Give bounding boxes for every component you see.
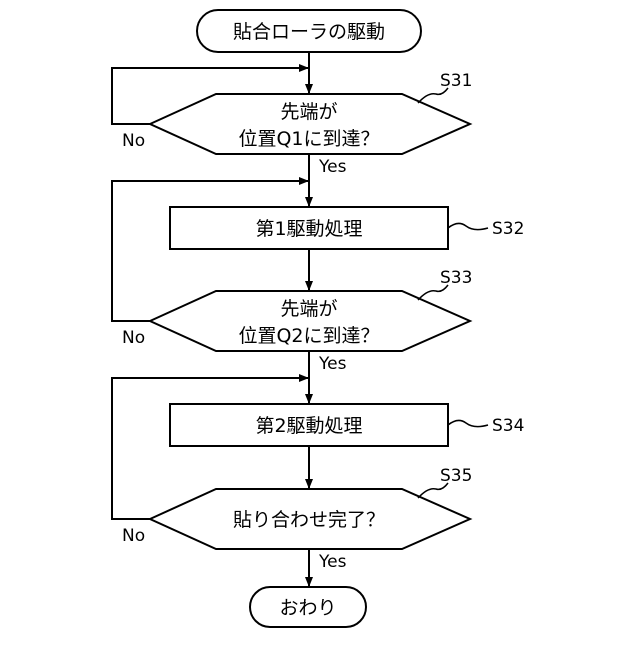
yes-label-s33: Yes <box>318 354 347 374</box>
step-leader-s34 <box>448 420 488 426</box>
step-id-s33: S33 <box>440 268 472 288</box>
decision-s35-line1: 貼り合わせ完了？ <box>233 509 385 531</box>
decision-s31-line2: 位置Q1に到達？ <box>238 128 379 150</box>
decision-s33-line1: 先端が <box>280 298 337 320</box>
step-leader-s32 <box>448 223 488 229</box>
no-label-s31: No <box>122 131 145 151</box>
decision-s33-line2: 位置Q2に到達？ <box>238 325 379 347</box>
end-label: おわり <box>279 597 336 619</box>
step-id-s32: S32 <box>492 219 524 239</box>
yes-label-s35: Yes <box>318 552 347 572</box>
yes-label-s31: Yes <box>318 157 347 177</box>
step-id-s34: S34 <box>492 416 524 436</box>
no-label-s33: No <box>122 328 145 348</box>
process-s32-label: 第1駆動処理 <box>255 218 362 240</box>
start-label: 貼合ローラの駆動 <box>233 21 385 43</box>
step-id-s35: S35 <box>440 466 472 486</box>
process-s34-label: 第2駆動処理 <box>255 415 362 437</box>
no-label-s35: No <box>122 526 145 546</box>
step-id-s31: S31 <box>440 71 472 91</box>
decision-s31-line1: 先端が <box>280 101 337 123</box>
